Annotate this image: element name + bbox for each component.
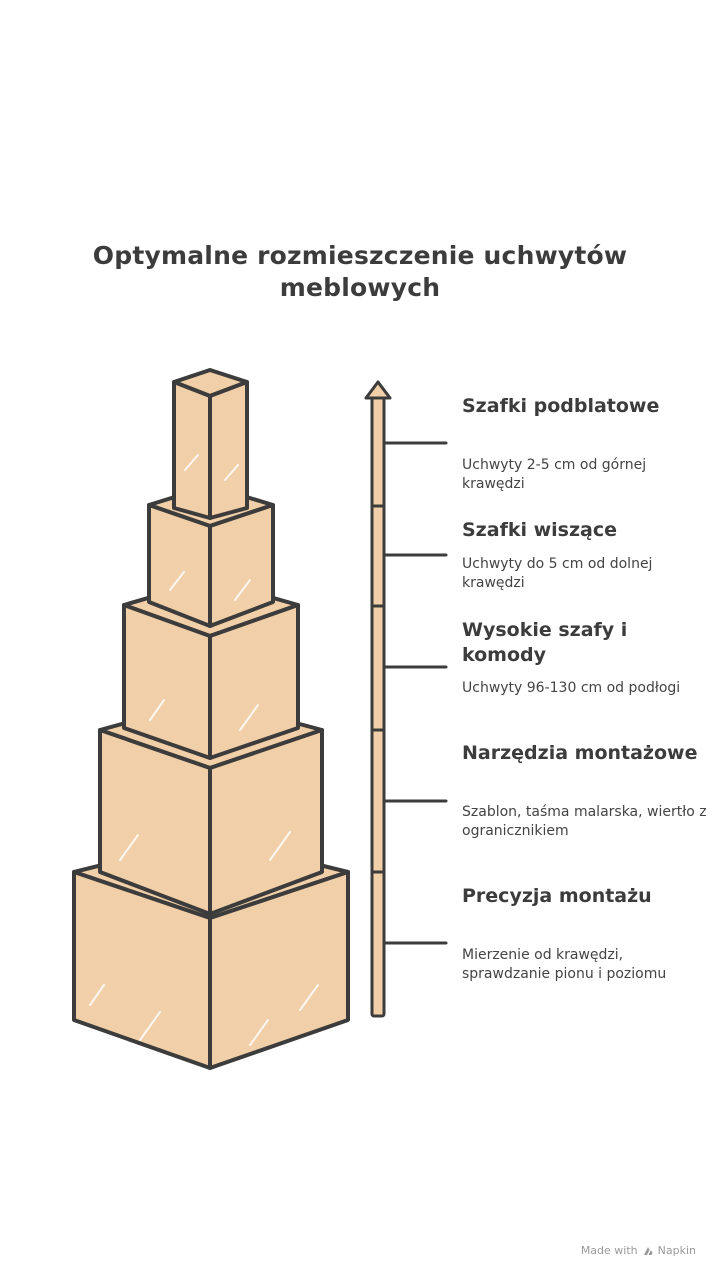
level-2-title: Szafki wiszące [462, 519, 617, 541]
level-3-title: Wysokie szafy i komody [462, 619, 628, 666]
level-5-title: Precyzja montażu [462, 885, 652, 907]
level-3-description: Uchwyty 96-130 cm od podłogi [462, 680, 681, 696]
level-2-description: Uchwyty do 5 cm od dolnej krawędzi [462, 556, 653, 591]
made-with-napkin-footer[interactable]: Made with Napkin [581, 1244, 696, 1257]
vertical-arrow [364, 380, 392, 1018]
level-1-title: Szafki podblatowe [462, 395, 660, 417]
level-4-description: Szablon, taśma malarska, wiertło z ogran… [462, 804, 707, 839]
level-1-description: Uchwyty 2-5 cm od górnej krawędzi [462, 457, 647, 492]
tower-block-1 [172, 368, 249, 520]
diagram-title: Optymalne rozmieszczenie uchwytów meblow… [92, 241, 628, 302]
level-4-title: Narzędzia montażowe [462, 742, 698, 764]
napkin-logo-icon [643, 1246, 653, 1255]
napkin-brand-label: Napkin [657, 1244, 696, 1257]
made-with-label: Made with [580, 1244, 638, 1257]
level-5-description: Mierzenie od krawędzi, sprawdzanie pionu… [462, 947, 667, 982]
